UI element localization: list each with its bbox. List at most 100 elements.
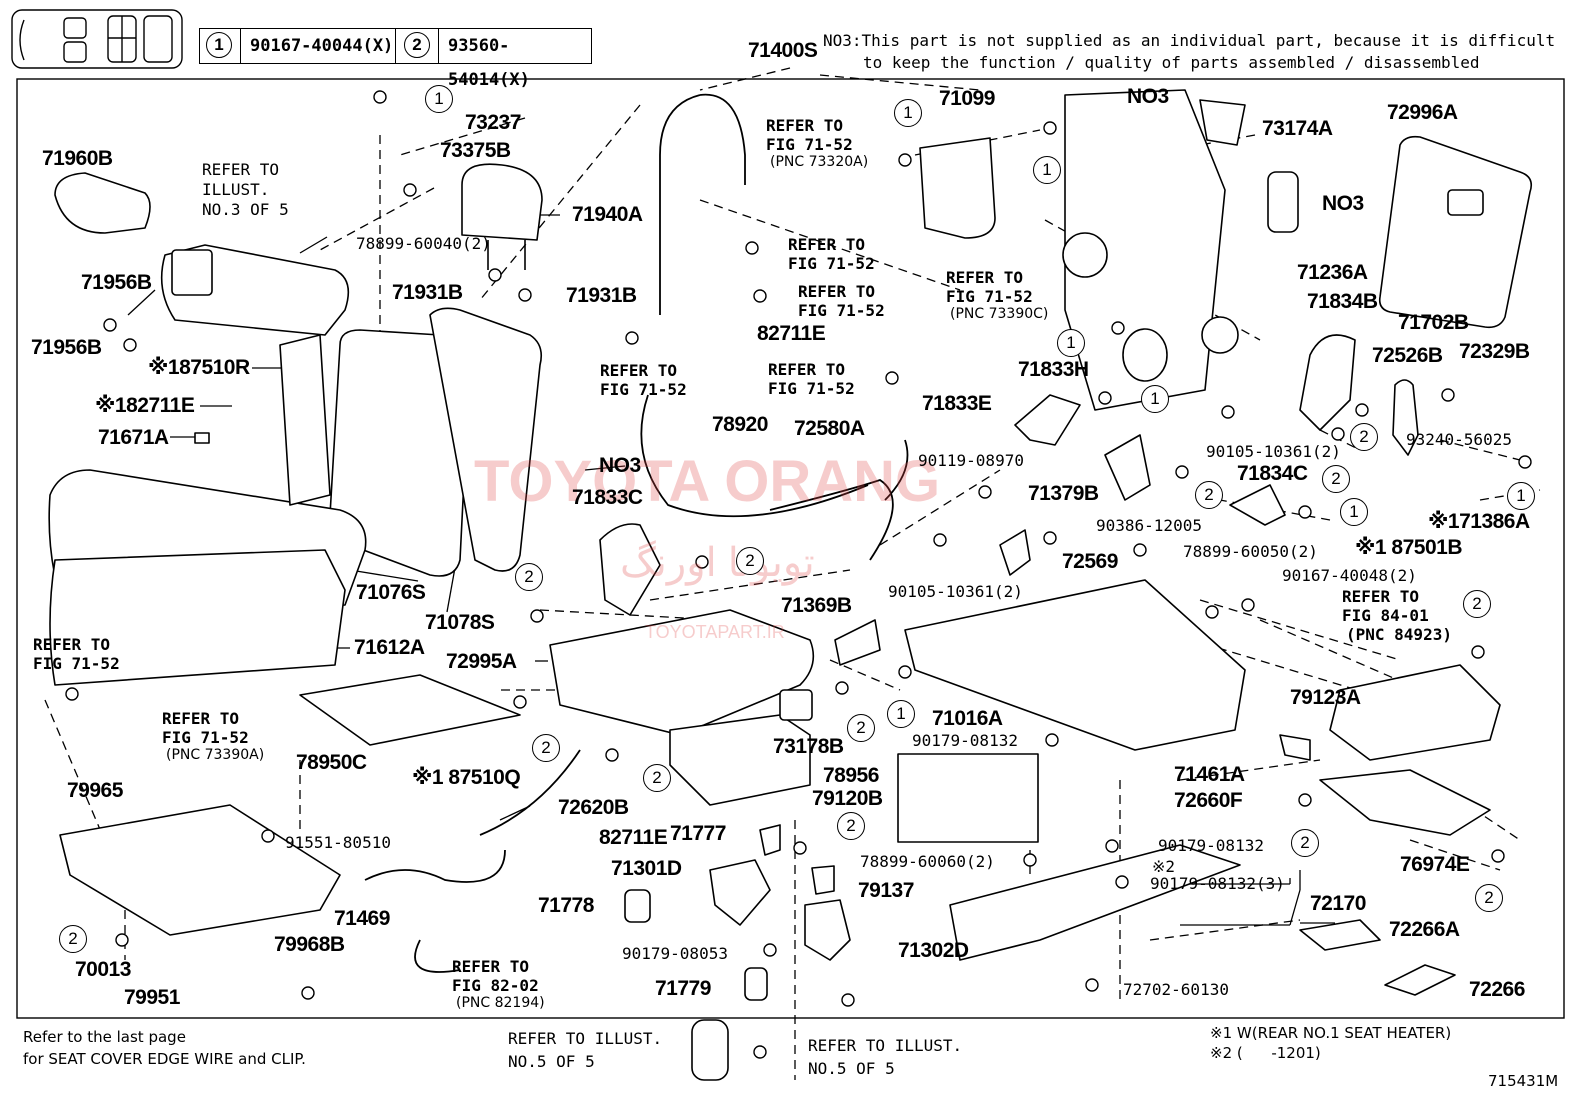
label-72526b: 72526B <box>1372 344 1443 367</box>
part-71833c <box>599 523 661 616</box>
callout-2: 2 <box>1195 481 1223 509</box>
label-71960b: 71960B <box>42 147 113 170</box>
footer-note-heater: ※1 W(REAR NO.1 SEAT HEATER) <box>1210 1024 1452 1042</box>
legend-part-2: 93560-54014(X) <box>448 36 530 90</box>
callout-2: 2 <box>515 563 543 591</box>
part-72266 <box>1384 964 1456 996</box>
ref-fig-8401-line2: FIG 84-01 <box>1342 606 1429 625</box>
label-71302d: 71302D <box>898 939 969 962</box>
legend-part-1: 90167-40044(X) <box>242 29 396 63</box>
callout-2: 2 <box>847 714 875 742</box>
label-82711e-c: 82711E <box>757 322 826 345</box>
footer-ref-b-line2: NO.5 OF 5 <box>808 1059 895 1078</box>
label-71833c: 71833C <box>572 486 643 509</box>
label-78956: 78956 <box>823 764 879 787</box>
label-76974e: 76974E <box>1400 853 1470 876</box>
part-73174a <box>1199 99 1246 146</box>
footer-ref-a-line1: REFER TO ILLUST. <box>508 1029 663 1048</box>
label-72266a: 72266A <box>1389 918 1460 941</box>
label-82711e-b: 82711E <box>599 826 668 849</box>
label-79951: 79951 <box>124 986 180 1009</box>
part-71778 <box>624 889 651 923</box>
ref-illust-3-line3: NO.3 OF 5 <box>202 200 289 219</box>
label-90179-08132-a: 90179-08132 <box>912 731 1018 750</box>
label-71301d: 71301D <box>611 857 682 880</box>
label-90179-08132-c: 90179-08132(3) <box>1150 874 1285 893</box>
label-73174a: 73174A <box>1262 117 1333 140</box>
label-72996a: 72996A <box>1387 101 1458 124</box>
label-87510r: ※187510R <box>148 356 250 379</box>
label-78899-60050: 78899-60050(2) <box>1183 542 1318 561</box>
part-71302d <box>804 899 851 961</box>
label-71099: 71099 <box>939 87 995 110</box>
callout-2: 2 <box>532 734 560 762</box>
footer-note-line1: Refer to the last page <box>23 1028 186 1046</box>
callout-1: 1 <box>1507 482 1535 510</box>
label-71702b: 71702B <box>1398 311 1469 334</box>
part-headrest-71940a <box>461 163 543 241</box>
ref-fig-7152-g-line1: REFER TO <box>768 360 846 379</box>
label-78950c: 78950C <box>296 751 367 774</box>
ref-fig-7152-e-line1: REFER TO <box>798 282 876 301</box>
part-72569 <box>999 529 1031 576</box>
label-note2-marker: ※2 <box>1152 857 1176 876</box>
callout-1: 1 <box>887 700 915 728</box>
legend-box: 1 90167-40044(X) 2 93560-54014(X) <box>199 28 592 90</box>
callout-1: 1 <box>1057 329 1085 357</box>
ref-fig-7152-d-line1: REFER TO <box>788 235 866 254</box>
label-71386a: ※171386A <box>1428 510 1530 533</box>
label-71078s: 71078S <box>425 611 495 634</box>
part-76974e <box>1319 769 1491 836</box>
label-93240-56025: 93240-56025 <box>1406 430 1512 449</box>
part-71702b <box>1378 135 1533 329</box>
label-82711e-a: ※182711E <box>95 394 195 417</box>
callout-2: 2 <box>837 812 865 840</box>
footer-note-line2: for SEAT COVER EDGE WIRE and CLIP. <box>23 1050 306 1068</box>
callout-1: 1 <box>425 85 453 113</box>
part-right-base <box>1329 664 1501 761</box>
part-71834b <box>1299 334 1356 431</box>
watermark-main: TOYOTA ORANG <box>474 449 941 514</box>
label-78920: 78920 <box>712 413 768 436</box>
label-72266: 72266 <box>1469 978 1525 1001</box>
label-73237: 73237 <box>465 111 521 134</box>
label-90105-10361-a: 90105-10361(2) <box>1206 442 1341 461</box>
ref-illust-3-line2: ILLUST. <box>202 180 270 199</box>
ref-fig-7152-h-line2: FIG 71-52 <box>946 287 1033 306</box>
inset-box <box>897 753 1039 843</box>
label-91551-80510: 91551-80510 <box>285 833 391 852</box>
label-no3-b: NO3 <box>1127 85 1169 108</box>
label-73375b: 73375B <box>440 139 511 162</box>
label-72660f: 72660F <box>1174 789 1243 812</box>
part-71777 <box>759 824 781 856</box>
label-71940a: 71940A <box>572 203 643 226</box>
label-79123a: 79123A <box>1290 686 1361 709</box>
label-71956b-a: 71956B <box>81 271 152 294</box>
part-frame-71400s <box>1064 89 1226 411</box>
ref-fig-7152-e-line2: FIG 71-52 <box>798 301 885 320</box>
callout-2: 2 <box>1463 590 1491 618</box>
label-71612a: 71612A <box>354 636 425 659</box>
header-note-line2: to keep the function / quality of parts … <box>863 53 1480 72</box>
part-72995a <box>549 609 815 736</box>
label-79120b: 79120B <box>812 787 883 810</box>
legend-circle-1: 1 <box>206 32 232 58</box>
part-71379b <box>1104 434 1151 501</box>
footer-ref-a-line2: NO.5 OF 5 <box>508 1052 595 1071</box>
part-79965 <box>59 804 341 936</box>
label-72995a: 72995A <box>446 650 517 673</box>
ref-fig-7152-g-line2: FIG 71-52 <box>768 379 855 398</box>
callout-1: 1 <box>1033 156 1061 184</box>
callout-2: 2 <box>736 547 764 575</box>
ref-fig-7152-b-line3: (PNC 73390A) <box>166 747 265 763</box>
label-71931b-b: 71931B <box>566 284 637 307</box>
ref-fig-7152-f-line1: REFER TO <box>600 361 678 380</box>
legend-cell-2-num: 2 <box>398 29 439 63</box>
label-72702-60130: 72702-60130 <box>1123 980 1229 999</box>
part-72170 <box>949 844 1241 961</box>
label-90119-08970: 90119-08970 <box>918 451 1024 470</box>
label-72329b: 72329B <box>1459 340 1530 363</box>
ref-fig-8202-line1: REFER TO <box>452 957 530 976</box>
part-footer-pad <box>691 1019 729 1081</box>
